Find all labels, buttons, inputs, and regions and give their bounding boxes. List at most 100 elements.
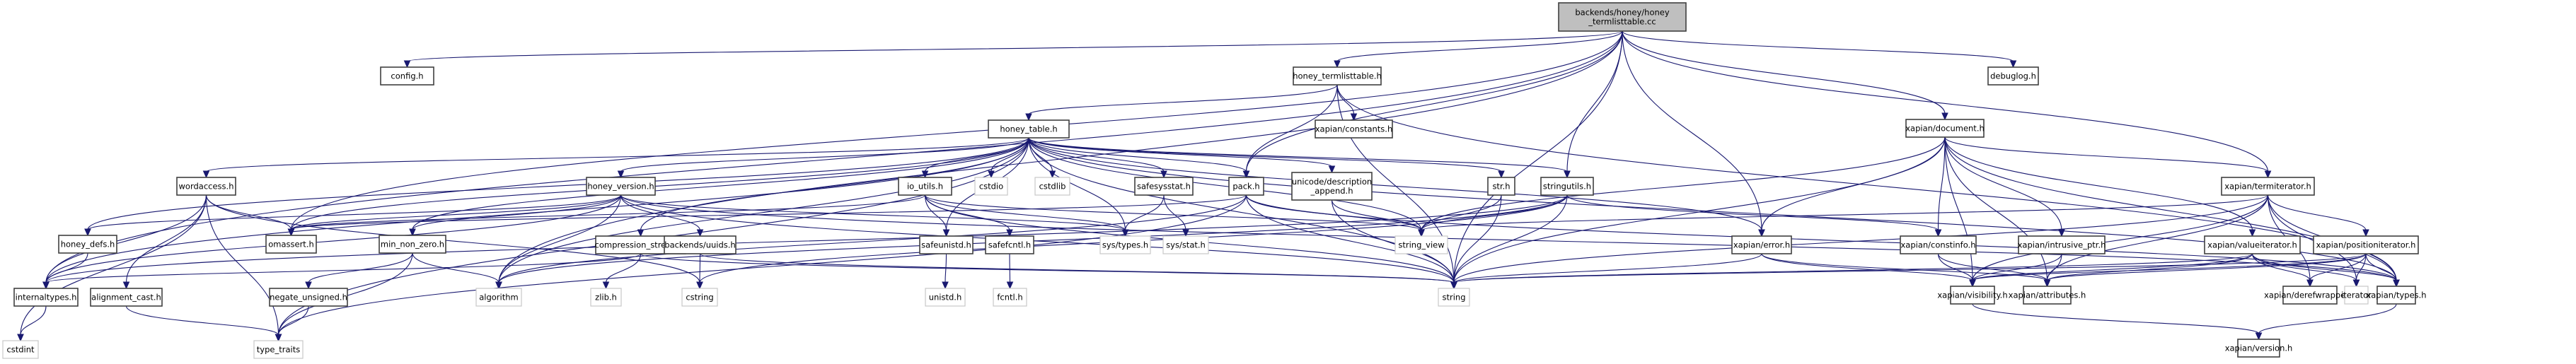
node-safesysstat[interactable]: safesysstat.h (1134, 177, 1194, 196)
edge-xposit-to-string (1450, 253, 2367, 290)
node-box (974, 177, 1008, 196)
node-label: fcntl.h (997, 293, 1022, 303)
node-box (380, 66, 434, 86)
node-box (586, 177, 656, 196)
node-str[interactable]: str.h (1487, 177, 1515, 196)
edge-xvis-to-xversion (1972, 303, 2263, 341)
arrowhead-icon (2248, 229, 2256, 237)
node-wordaccess[interactable]: wordaccess.h (176, 177, 236, 196)
node-label: safefcntl.h (988, 240, 1031, 250)
node-label: cstring (686, 293, 713, 303)
node-box (919, 235, 974, 254)
node-label: compression_stream.h (595, 240, 687, 250)
arrowhead-icon (202, 170, 210, 179)
node-xversion[interactable]: xapian/version.h (2225, 339, 2293, 358)
edge-xposit-to-xvis (1969, 253, 2367, 288)
node-hversion[interactable]: honey_version.h (586, 177, 656, 196)
arrowhead-icon (275, 334, 282, 342)
edge-xvalit-to-xderef (2251, 253, 2314, 288)
arrowhead-icon (2264, 170, 2272, 179)
node-label: _termlisttable.cc (1588, 17, 1656, 27)
edge-hterm-to-htable (1025, 84, 1338, 122)
arrowhead-icon (2009, 60, 2017, 69)
node-cstdint: cstdint (2, 340, 39, 359)
arrowhead-icon (1934, 229, 1942, 237)
node-label: string (1442, 293, 1465, 303)
node-root: backends/honey/honey_termlisttable.cc (1558, 2, 1687, 32)
node-hterm[interactable]: honey_termlisttable.h (1293, 66, 1382, 86)
node-xvis[interactable]: xapian/visibility.h (1937, 286, 2008, 305)
edge-pack-to-type_traits (275, 194, 1247, 342)
node-box (1487, 177, 1515, 196)
edge-htable-to-str (1028, 137, 1505, 179)
node-xtermit[interactable]: xapian/termiterator.h (2221, 177, 2315, 196)
node-safefcntl[interactable]: safefcntl.h (985, 235, 1034, 254)
node-minnz[interactable]: min_non_zero.h (379, 235, 446, 254)
edge-wordaccess-to-cstdint (17, 194, 207, 342)
node-label: backends/uuids.h (664, 240, 735, 250)
node-config[interactable]: config.h (380, 66, 434, 86)
arrowhead-icon (1941, 112, 1948, 121)
node-box (1134, 177, 1194, 196)
edge-xconstinfo-to-xattr (1937, 253, 2051, 288)
node-box (1987, 66, 2039, 86)
node-xintr[interactable]: xapian/intrusive_ptr.h (2018, 235, 2106, 254)
node-htable[interactable]: honey_table.h (988, 119, 1070, 139)
arrowhead-icon (1564, 170, 1571, 179)
node-internaltypes[interactable]: internaltypes.h (13, 288, 79, 307)
node-label: omassert.h (268, 240, 314, 249)
edge-xdoc-to-xvalit (1944, 136, 2256, 237)
node-xdoc[interactable]: xapian/document.h (1905, 119, 1985, 138)
node-xerror[interactable]: xapian/error.h (1731, 235, 1792, 254)
node-box (1905, 119, 1985, 138)
edge-xdoc-to-xconstinfo (1934, 136, 1946, 237)
node-fcntl: fcntl.h (993, 288, 1027, 307)
node-label: xapian/constants.h (1315, 124, 1393, 134)
node-label: _append.h (1310, 186, 1353, 196)
node-unistd: unistd.h (925, 288, 966, 307)
node-xposit[interactable]: xapian/positioniterator.h (2313, 235, 2419, 254)
edge-safeunistd-to-unistd (942, 253, 949, 290)
node-box (1900, 235, 1977, 254)
node-honeydefs[interactable]: honey_defs.h (58, 235, 117, 254)
node-label: wordaccess.h (179, 182, 234, 192)
edge-root-to-config (403, 30, 1623, 69)
node-stringutils[interactable]: stringutils.h (1540, 177, 1594, 196)
nodes-layer: backends/honey/honey_termlisttable.cccon… (2, 2, 2427, 359)
edge-root-to-hterm (1334, 30, 1623, 69)
node-label: backends/honey/honey (1575, 8, 1670, 18)
node-aligncast[interactable]: alignment_cast.h (90, 288, 163, 307)
edge-xvalit-to-xtypes (2251, 253, 2400, 288)
node-unidesc[interactable]: unicode/description_append.h (1291, 172, 1373, 201)
node-uuids[interactable]: backends/uuids.h (664, 235, 737, 254)
node-label: xapian/types.h (2366, 290, 2426, 300)
node-pack[interactable]: pack.h (1228, 177, 1264, 196)
node-label: type_traits (257, 345, 300, 355)
arrowhead-icon (1758, 229, 1765, 237)
arrowhead-icon (1969, 279, 1976, 288)
node-xattr[interactable]: xapian/attributes.h (2009, 286, 2086, 305)
node-label: xapian/valueiterator.h (2207, 240, 2297, 250)
node-box (1540, 177, 1594, 196)
node-xtypes[interactable]: xapian/types.h (2366, 286, 2427, 305)
node-xvalit[interactable]: xapian/valueiterator.h (2204, 235, 2301, 254)
edge-xposit-to-xtypes (2365, 253, 2400, 288)
node-box (1291, 172, 1373, 201)
node-xconstinfo[interactable]: xapian/constinfo.h (1900, 235, 1977, 254)
node-string_view: string_view (1394, 235, 1448, 254)
node-safeunistd[interactable]: safeunistd.h (919, 235, 974, 254)
edge-root-to-xdoc (1622, 30, 1948, 121)
arrowhead-icon (2058, 229, 2065, 237)
node-xconst[interactable]: xapian/constants.h (1315, 119, 1393, 139)
node-ioutils[interactable]: io_utils.h (898, 177, 952, 196)
node-label: sys/types.h (1102, 240, 1148, 250)
node-xderef[interactable]: xapian/derefwrapper.h (2264, 286, 2356, 305)
node-omassert[interactable]: omassert.h (265, 235, 317, 254)
node-negunsigned[interactable]: negate_unsigned.h (269, 288, 348, 307)
node-debuglog[interactable]: debuglog.h (1987, 66, 2039, 86)
node-box (898, 177, 952, 196)
node-box (2, 340, 39, 359)
edge-ioutils-to-omassert (287, 194, 926, 237)
node-box (2023, 286, 2072, 305)
node-zlib: zlib.h (590, 288, 622, 307)
